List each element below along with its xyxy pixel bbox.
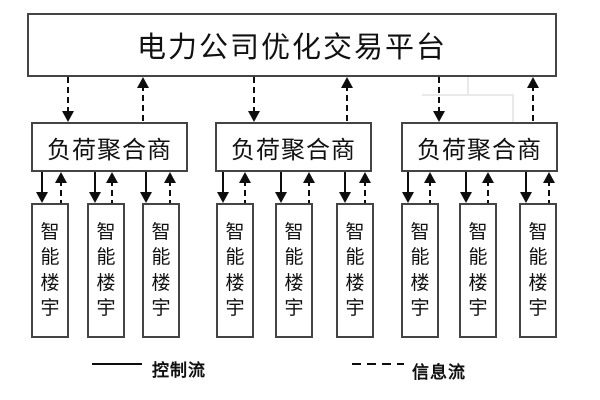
building-box-5: 智能楼宇 bbox=[275, 203, 313, 338]
faint-connector-artifact bbox=[467, 77, 469, 96]
control-flow-down-arrow bbox=[459, 172, 473, 203]
aggregator-box-3: 负荷聚合商 bbox=[401, 122, 558, 172]
faint-connector-artifact bbox=[512, 94, 514, 123]
aggregator-label: 负荷聚合商 bbox=[47, 137, 172, 164]
building-label: 智能楼宇 bbox=[40, 221, 60, 319]
building-label: 智能楼宇 bbox=[225, 221, 245, 319]
control-flow-down-arrow bbox=[274, 172, 288, 203]
building-label: 智能楼宇 bbox=[284, 221, 304, 319]
aggregator-box-1: 负荷聚合商 bbox=[31, 122, 188, 172]
control-flow-down-arrow bbox=[35, 172, 49, 203]
info-flow-up-arrow bbox=[163, 172, 177, 203]
building-box-7: 智能楼宇 bbox=[401, 203, 439, 338]
control-flow-down-arrow bbox=[88, 172, 102, 203]
info-flow-up-arrow bbox=[358, 172, 372, 203]
info-flow-up-arrow bbox=[105, 172, 119, 203]
building-label: 智能楼宇 bbox=[410, 221, 430, 319]
building-box-9: 智能楼宇 bbox=[519, 203, 557, 338]
building-label: 智能楼宇 bbox=[528, 221, 548, 319]
control-flow-down-arrow bbox=[401, 172, 415, 203]
legend-control-line-sample bbox=[92, 363, 142, 365]
building-box-1: 智能楼宇 bbox=[31, 203, 69, 338]
platform-label: 电力公司优化交易平台 bbox=[136, 32, 447, 64]
aggregator-label: 负荷聚合商 bbox=[231, 137, 356, 164]
info-flow-up-arrow bbox=[423, 172, 437, 203]
legend-information-line-sample bbox=[352, 363, 404, 365]
faint-connector-artifact bbox=[422, 94, 514, 96]
platform-box: 电力公司优化交易平台 bbox=[27, 13, 557, 77]
aggregator-label: 负荷聚合商 bbox=[417, 137, 542, 164]
building-label: 智能楼宇 bbox=[96, 221, 116, 319]
building-label: 智能楼宇 bbox=[468, 221, 488, 319]
building-box-4: 智能楼宇 bbox=[216, 203, 254, 338]
info-flow-up-arrow bbox=[481, 172, 495, 203]
info-flow-down-arrow bbox=[247, 77, 261, 122]
info-flow-down-arrow bbox=[432, 77, 446, 122]
control-flow-down-arrow bbox=[216, 172, 230, 203]
info-flow-up-arrow bbox=[340, 77, 354, 122]
aggregator-box-2: 负荷聚合商 bbox=[215, 122, 372, 172]
building-box-3: 智能楼宇 bbox=[142, 203, 180, 338]
building-box-6: 智能楼宇 bbox=[336, 203, 374, 338]
info-flow-up-arrow bbox=[526, 77, 540, 122]
info-flow-up-arrow bbox=[54, 172, 68, 203]
building-label: 智能楼宇 bbox=[345, 221, 365, 319]
control-flow-down-arrow bbox=[338, 172, 352, 203]
info-flow-up-arrow bbox=[302, 172, 316, 203]
control-flow-down-arrow bbox=[139, 172, 153, 203]
control-flow-down-arrow bbox=[519, 172, 533, 203]
info-flow-up-arrow bbox=[238, 172, 252, 203]
building-box-8: 智能楼宇 bbox=[459, 203, 497, 338]
info-flow-up-arrow bbox=[136, 77, 150, 122]
building-box-2: 智能楼宇 bbox=[87, 203, 125, 338]
info-flow-down-arrow bbox=[61, 77, 75, 122]
legend-control-label: 控制流 bbox=[152, 361, 206, 380]
building-label: 智能楼宇 bbox=[151, 221, 171, 319]
legend-information-label: 信息流 bbox=[412, 363, 466, 382]
info-flow-up-arrow bbox=[542, 172, 556, 203]
